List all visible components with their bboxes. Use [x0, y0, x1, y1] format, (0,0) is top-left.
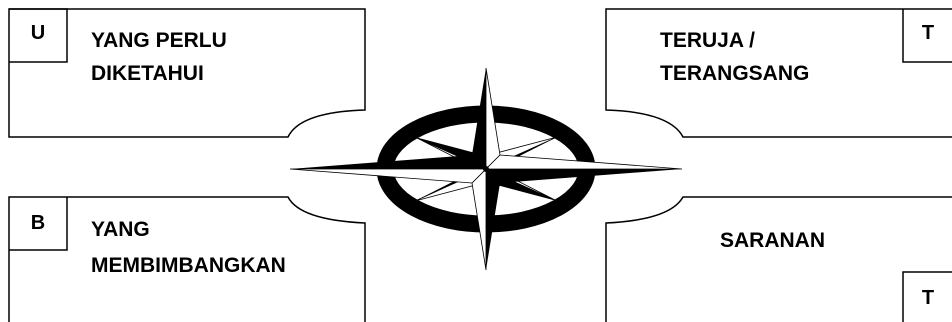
tab-label-bottom-left: B: [18, 212, 58, 235]
box-bottom-right: [606, 197, 952, 322]
box-title-top-right-line1: TERUJA /: [660, 24, 755, 57]
compass-center: [483, 166, 489, 172]
box-title-top-left-line2: DIKETAHUI: [91, 57, 204, 90]
tab-label-bottom-right: T: [908, 287, 948, 310]
tab-label-top-right: T: [908, 22, 948, 45]
box-title-top-right-line2: TERANGSANG: [660, 57, 809, 90]
tab-label-top-left: U: [18, 22, 58, 45]
box-title-top-left-line1: YANG PERLU: [91, 24, 227, 57]
box-title-bottom-left-line2: MEMBIMBANGKAN: [91, 249, 286, 282]
box-title-bottom-left-line1: YANG: [91, 213, 150, 246]
box-title-bottom-right-line1: SARANAN: [720, 224, 825, 257]
